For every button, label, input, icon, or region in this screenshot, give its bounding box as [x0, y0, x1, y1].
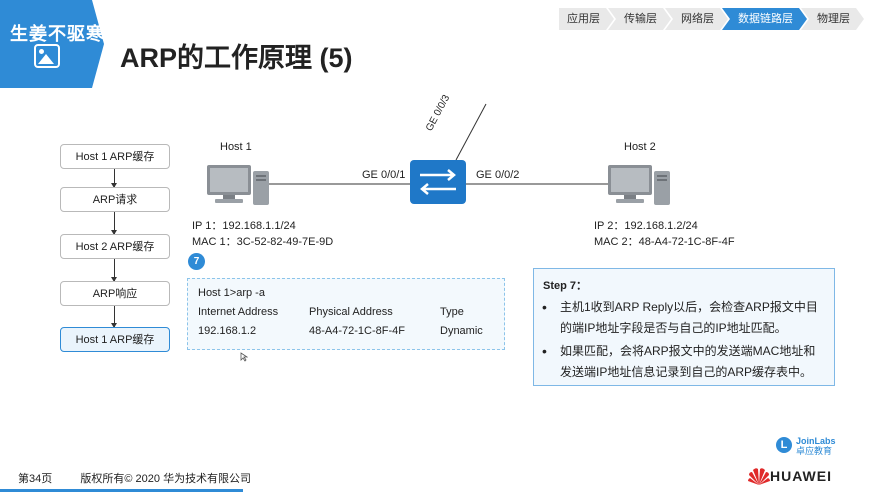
joinlabs-logo-icon: L: [776, 437, 792, 453]
flow-step-arp-request: ARP请求: [60, 187, 170, 212]
copyright-text: 版权所有© 2020 华为技术有限公司: [80, 473, 252, 485]
step-bullet-2: 如果匹配，会将ARP报文中的发送端MAC地址和发送端IP地址信息记录到自己的AR…: [560, 344, 816, 379]
step-bullet-1: 主机1收到ARP Reply以后，会检查ARP报文中目的端IP地址字段是否与自己…: [560, 300, 818, 335]
huawei-logo-icon: [748, 468, 770, 485]
arp-command: Host 1>arp -a: [198, 287, 265, 299]
footer-accent-line: [0, 489, 243, 492]
host2-mac: MAC 2：48-A4-72-1C-8F-4F: [594, 236, 735, 248]
tab-network-layer[interactable]: 网络层: [665, 8, 728, 30]
bullet-dot: •: [542, 343, 547, 359]
arp-table-panel: Host 1>arp -a Internet Address Physical …: [187, 278, 505, 350]
step-number-badge: 7: [188, 253, 205, 270]
page-title: ARP的工作原理 (5): [120, 43, 353, 73]
arp-cell-mac: 48-A4-72-1C-8F-4F: [309, 325, 405, 337]
flow-step-arp-reply: ARP响应: [60, 281, 170, 306]
host2-label: Host 2: [624, 141, 656, 153]
tab-physical-layer[interactable]: 物理层: [801, 8, 864, 30]
flow-arrow: [111, 306, 117, 328]
arp-header-physical-address: Physical Address: [309, 306, 393, 318]
step-title: Step 7：: [543, 280, 588, 292]
arp-header-internet-address: Internet Address: [198, 306, 279, 318]
mouse-cursor-icon: [240, 352, 248, 362]
tab-transport-layer[interactable]: 传输层: [608, 8, 671, 30]
huawei-logo-text: HUAWEI: [770, 468, 832, 484]
host2-ip: IP 2：192.168.1.2/24: [594, 220, 698, 232]
tab-application-layer[interactable]: 应用层: [559, 8, 614, 30]
page-number: 第34页: [18, 473, 53, 485]
port-ge-0-0-2: GE 0/0/2: [476, 169, 520, 181]
layer-breadcrumb: 应用层 传输层 网络层 数据链路层 物理层: [559, 8, 864, 30]
host1-mac: MAC 1：3C-52-82-49-7E-9D: [192, 236, 334, 248]
host2-computer-icon[interactable]: [606, 163, 672, 207]
flow-arrow: [111, 259, 117, 282]
host1-ip: IP 1：192.168.1.1/24: [192, 220, 296, 232]
joinlabs-logo: JoinLabs 卓应教育: [796, 436, 836, 456]
flow-step-host2-cache: Host 2 ARP缓存: [60, 234, 170, 259]
flow-step-host1-cache: Host 1 ARP缓存: [60, 144, 170, 169]
picture-icon: [34, 44, 60, 68]
flow-step-host1-cache-updated: Host 1 ARP缓存: [60, 327, 170, 352]
arp-cell-type: Dynamic: [440, 325, 483, 337]
host1-label: Host 1: [220, 141, 252, 153]
tab-data-link-layer[interactable]: 数据链路层: [722, 8, 807, 30]
arp-header-type: Type: [440, 306, 464, 318]
flow-arrow: [111, 212, 117, 235]
arp-cell-ip: 192.168.1.2: [198, 325, 257, 337]
bullet-dot: •: [542, 299, 547, 315]
step-explanation-panel: Step 7： • 主机1收到ARP Reply以后，会检查ARP报文中目的端I…: [533, 268, 835, 386]
watermark-text: 生姜不驱寒: [10, 24, 105, 44]
port-ge-0-0-1: GE 0/0/1: [362, 169, 406, 181]
flow-arrow: [111, 169, 117, 188]
footer: 第34页 版权所有© 2020 华为技术有限公司: [18, 470, 251, 486]
host1-computer-icon[interactable]: [205, 163, 271, 207]
switch-icon[interactable]: [410, 160, 466, 204]
